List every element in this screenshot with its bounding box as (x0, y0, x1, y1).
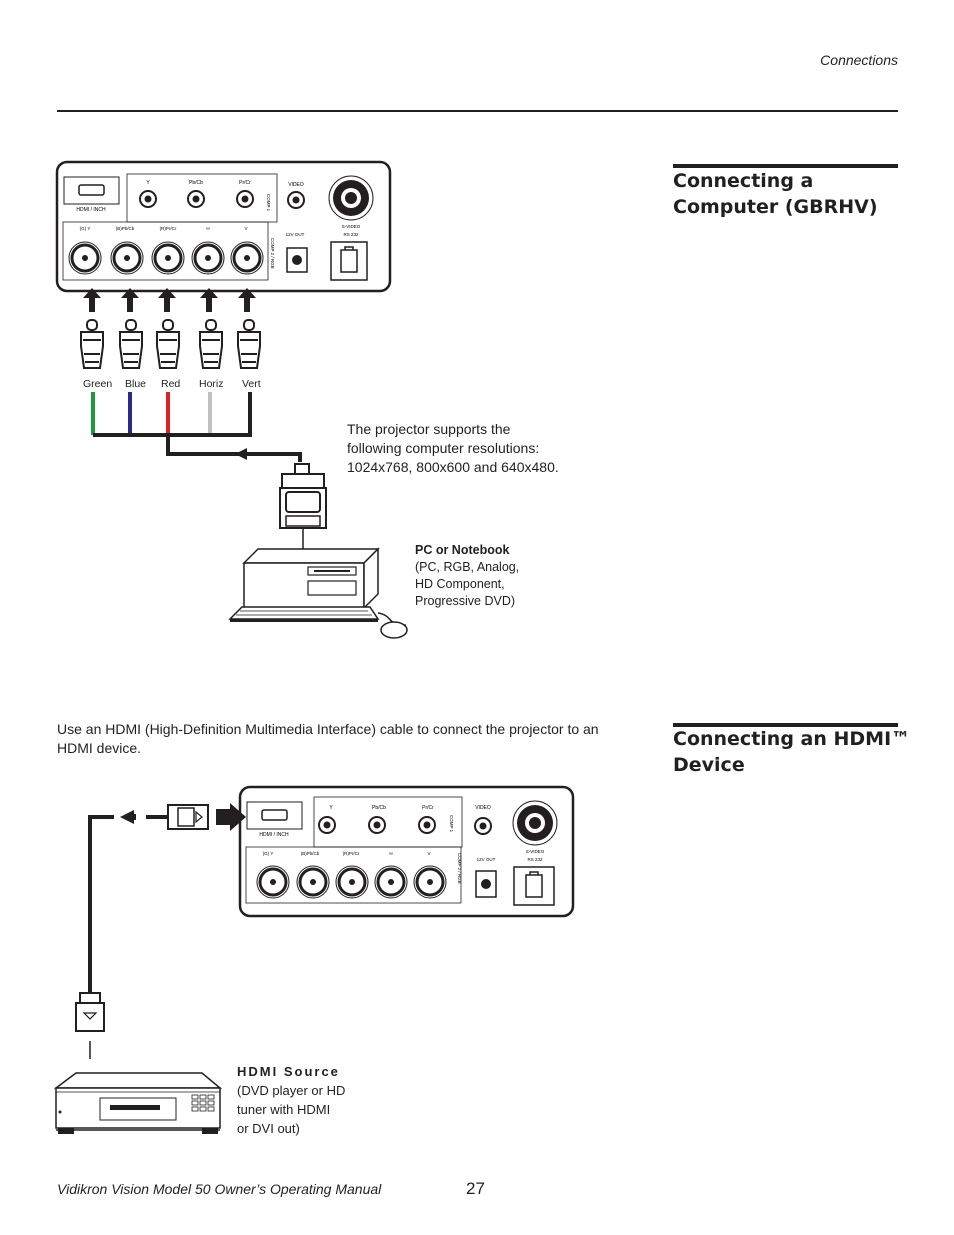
svg-text:(G) Y: (G) Y (80, 226, 91, 231)
svg-text:COMP 2 / RGB: COMP 2 / RGB (457, 853, 462, 884)
svg-text:(G) Y: (G) Y (263, 851, 274, 856)
hdmi-source-detail-3: or DVI out) (237, 1121, 300, 1136)
page-number: 27 (466, 1179, 485, 1198)
svideo-port (328, 175, 374, 221)
svg-text:Pb/Cb: Pb/Cb (189, 180, 203, 186)
svg-text:S-VIDEO: S-VIDEO (342, 224, 361, 229)
hdmi-source-caption: HDMI Source (DVD player or HD tuner with… (237, 1062, 345, 1138)
vga-plug (279, 463, 327, 550)
cable-label-horiz: Horiz (199, 378, 224, 390)
projector-connector-panel-hdmi: HDMI / INCH Y Pb/Cb Pr/Cr COMP 1 VIDEO S… (238, 785, 575, 918)
bnc-input-arrows (83, 288, 256, 312)
svg-text:H: H (389, 851, 392, 856)
bnc-cable-plugs (80, 319, 261, 369)
hdmi-source-name: HDMI Source (237, 1064, 340, 1079)
section-title-hdmi-line2: Device (673, 754, 745, 776)
section-title-gbrhv-line2: Computer (GBRHV) (673, 196, 878, 218)
hdmi-input-port: HDMI / INCH (63, 176, 120, 213)
rs232-port (330, 241, 368, 281)
rgb-bnc-jacks (256, 865, 447, 899)
pc-source-caption: PC or Notebook (PC, RGB, Analog, HD Comp… (415, 542, 519, 610)
svg-text:V: V (427, 851, 430, 856)
hdmi-plug-bottom (75, 992, 105, 1032)
svg-text:(B)Pb/Cb: (B)Pb/Cb (301, 851, 320, 856)
svg-text:HDMI / INCH: HDMI / INCH (76, 207, 106, 213)
rs232-port (513, 866, 555, 906)
hdmi-plug-top (167, 804, 209, 830)
pc-source-name: PC or Notebook (415, 543, 510, 557)
svg-text:(R)Pr/Cr: (R)Pr/Cr (160, 226, 177, 231)
section-title-gbrhv: Connecting a Computer (GBRHV) (673, 168, 878, 220)
svg-text:Y: Y (146, 180, 150, 186)
rgbhv-breakout-wires (91, 392, 302, 462)
hdmi-source-detail-1: (DVD player or HD (237, 1083, 346, 1098)
hdmi-intro-line2: HDMI device. (57, 740, 142, 756)
svg-text:(R)Pr/Cr: (R)Pr/Cr (343, 851, 360, 856)
hdmi-source-detail-2: tuner with HDMI (237, 1102, 331, 1117)
svg-text:Pr/Cr: Pr/Cr (239, 180, 251, 186)
hdmi-cable (75, 803, 246, 1059)
svg-text:Pr/Cr: Pr/Cr (422, 805, 434, 811)
svg-text:Pb/Cb: Pb/Cb (372, 805, 386, 811)
section-rule-gbrhv (673, 164, 898, 168)
svg-text:12V OUT: 12V OUT (477, 857, 496, 862)
section-rule-hdmi (673, 723, 898, 727)
svg-text:HDMI / INCH: HDMI / INCH (259, 832, 289, 838)
component1-jacks (139, 190, 254, 208)
svg-text:12V OUT: 12V OUT (286, 232, 305, 237)
pc-source-detail-3: Progressive DVD) (415, 594, 516, 608)
hdmi-intro-line1: Use an HDMI (High-Definition Multimedia … (57, 721, 599, 737)
resolution-note-line2: following computer resolutions: (347, 440, 540, 456)
projector-connector-panel: HDMI / INCH Y Pb/Cb Pr/Cr COMP 1 VIDEO S… (55, 160, 392, 293)
resolution-note-line3: 1024x768, 800x600 and 640x480. (347, 459, 559, 475)
cable-label-vert: Vert (242, 378, 261, 390)
section-title-gbrhv-line1: Connecting a (673, 170, 814, 192)
svg-text:Y: Y (329, 805, 333, 811)
svg-text:COMP 1: COMP 1 (449, 815, 454, 833)
svg-text:S-VIDEO: S-VIDEO (526, 849, 545, 854)
svg-text:H: H (206, 226, 209, 231)
component1-jacks (318, 816, 436, 834)
svideo-port (512, 800, 558, 846)
dvd-player-illustration (54, 1072, 223, 1134)
resolution-note-line1: The projector supports the (347, 421, 511, 437)
svg-text:VIDEO: VIDEO (475, 805, 491, 811)
pc-source-detail-2: HD Component, (415, 577, 505, 591)
resolution-note: The projector supports the following com… (347, 420, 559, 477)
section-title-hdmi: Connecting an HDMI™ Device (673, 726, 910, 778)
cable-label-green: Green (83, 378, 113, 390)
running-header: Connections (820, 52, 898, 68)
svg-text:VIDEO: VIDEO (288, 182, 304, 188)
hdmi-intro-text: Use an HDMI (High-Definition Multimedia … (57, 720, 599, 758)
cable-label-red: Red (161, 378, 181, 390)
svg-text:V: V (244, 226, 247, 231)
pc-source-detail-1: (PC, RGB, Analog, (415, 560, 520, 574)
svg-text:RS 232: RS 232 (343, 232, 359, 237)
section-title-hdmi-line1: Connecting an HDMI™ (673, 728, 911, 750)
hdmi-input-port: HDMI / INCH (246, 801, 303, 838)
svg-text:COMP 2 / RGB: COMP 2 / RGB (270, 238, 275, 269)
pc-notebook-illustration (228, 547, 408, 639)
svg-text:COMP 1: COMP 1 (266, 194, 271, 212)
cable-label-blue: Blue (125, 378, 147, 390)
header-rule (57, 110, 898, 112)
svg-text:(B)Pb/Cb: (B)Pb/Cb (116, 226, 135, 231)
rgb-bnc-jacks (68, 241, 264, 275)
footer-manual-title: Vidikron Vision Model 50 Owner’s Operati… (57, 1181, 382, 1197)
svg-text:RS 232: RS 232 (527, 857, 543, 862)
